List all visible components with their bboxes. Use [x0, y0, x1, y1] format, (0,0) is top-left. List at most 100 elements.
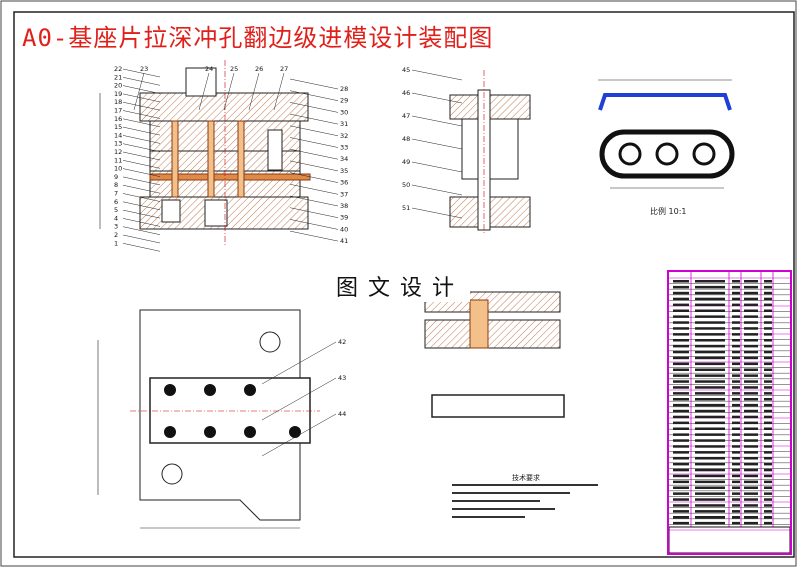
- leader-line: [261, 341, 337, 385]
- leader-line: [261, 377, 337, 421]
- strip-lower-section: [424, 319, 561, 349]
- leader-line: [273, 72, 285, 111]
- punch-2: [237, 120, 245, 198]
- callout-label: 17: [114, 107, 122, 115]
- callout-label: 47: [402, 112, 410, 120]
- callout-label: 22: [114, 65, 122, 73]
- pilot-hole-3: [244, 384, 256, 396]
- leader-line: [289, 90, 339, 101]
- leader-line: [122, 243, 161, 252]
- callout-label: 43: [338, 374, 346, 382]
- punch-1: [207, 120, 215, 198]
- callout-label: 35: [340, 167, 348, 175]
- callout-label: 14: [114, 131, 122, 139]
- callout-label: 33: [340, 144, 348, 152]
- inner-frame: [13, 11, 795, 558]
- drawing-title: A0-基座片拉深冲孔翻边级进模设计装配图: [22, 24, 494, 52]
- tech-requirements-title: 技术要求: [512, 474, 540, 482]
- callout-label: 6: [114, 198, 118, 206]
- callout-label: 2: [114, 231, 118, 239]
- leader-line: [122, 85, 161, 94]
- leader-line: [289, 219, 339, 230]
- technical-requirements: [452, 484, 598, 518]
- leader-line: [289, 160, 339, 172]
- leader-line: [411, 207, 463, 219]
- leader-line: [122, 160, 161, 169]
- leader-line: [289, 230, 339, 242]
- leader-line: [411, 115, 463, 127]
- callout-label: 49: [402, 158, 410, 166]
- callout-label: 37: [340, 190, 348, 198]
- ejector-spring: [204, 199, 228, 227]
- callout-label: 48: [402, 135, 410, 143]
- plan-view: 42 43 44: [97, 309, 346, 529]
- part-views: [598, 79, 735, 189]
- leader-line: [411, 138, 463, 150]
- bottom-bolt: [161, 199, 181, 223]
- leader-line: [411, 161, 463, 173]
- leader-line: [122, 151, 161, 161]
- callout-label: 23: [140, 65, 148, 73]
- callout-label: 1: [114, 239, 118, 247]
- callout-label: 31: [340, 120, 348, 128]
- leader-line: [289, 195, 339, 207]
- spring: [267, 129, 283, 171]
- callout-label: 51: [402, 204, 410, 212]
- callout-label: 40: [340, 225, 348, 233]
- callout-label: 25: [230, 65, 238, 73]
- callout-label: 11: [114, 156, 122, 164]
- callout-label: 34: [340, 155, 348, 163]
- leader-line: [289, 207, 339, 218]
- callout-label: 29: [340, 97, 348, 105]
- leader-line: [289, 78, 339, 90]
- callout-label: 42: [338, 338, 346, 346]
- leader-line: [289, 113, 339, 125]
- pilot-hole-7: [289, 426, 301, 438]
- callout-label: 9: [114, 173, 118, 181]
- pilot-hole-4: [164, 426, 176, 438]
- callout-label: 45: [402, 66, 410, 74]
- guide-pin: [171, 120, 179, 198]
- callout-label: 39: [340, 214, 348, 222]
- leader-line: [122, 209, 161, 219]
- callout-label: 27: [280, 65, 288, 73]
- callout-label: 20: [114, 82, 122, 90]
- leader-line: [289, 148, 339, 160]
- strip-layout-side: [431, 394, 565, 418]
- strip-punch: [469, 299, 489, 349]
- leader-line: [122, 68, 161, 78]
- part-front-view: [598, 93, 732, 111]
- callout-label: 41: [340, 237, 348, 245]
- part-top-view: [599, 129, 735, 179]
- callout-label: 7: [114, 190, 118, 198]
- punch-detail-view: 45 46 47 48 49 50 51: [402, 66, 531, 235]
- strip-section-view: [424, 291, 565, 418]
- callout-label: 50: [402, 181, 410, 189]
- callout-label: 32: [340, 132, 348, 140]
- leader-line: [122, 126, 161, 136]
- watermark-text: 图文设计: [330, 270, 471, 302]
- callout-label: 16: [114, 115, 122, 123]
- leader-line: [122, 168, 161, 177]
- callout-label: 13: [114, 140, 122, 148]
- leader-line: [122, 176, 161, 186]
- leader-line: [289, 172, 339, 183]
- bom-grid: [668, 272, 791, 554]
- callout-label: 12: [114, 148, 122, 156]
- callout-label: 10: [114, 165, 122, 173]
- leader-line: [122, 193, 161, 202]
- callout-label: 5: [114, 206, 118, 214]
- pilot-hole-5: [204, 426, 216, 438]
- callout-label: 46: [402, 89, 410, 97]
- callout-label: 28: [340, 85, 348, 93]
- leader-line: [122, 118, 161, 128]
- callout-label: 8: [114, 181, 118, 189]
- leader-line: [133, 72, 145, 111]
- callout-label: 44: [338, 410, 346, 418]
- pilot-hole-2: [204, 384, 216, 396]
